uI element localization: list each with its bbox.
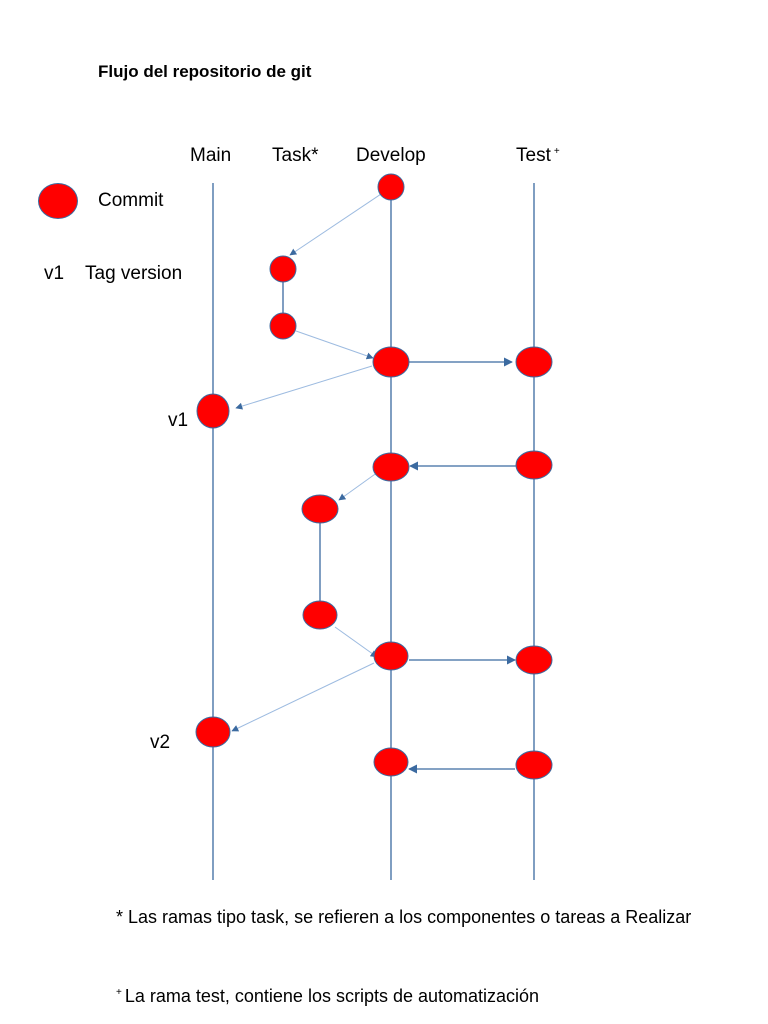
commit-develop-5 [373,747,409,777]
branch-label-main: Main [190,145,232,166]
commit-develop-2 [372,346,410,378]
commit-task-3 [301,494,339,524]
commit-task-2 [269,312,297,340]
commit-develop-3 [372,452,410,482]
commit-main-v2 [195,716,231,748]
branch-label-task: Task* [272,145,319,166]
connector-develop-to-task-1 [289,191,385,256]
footnote-task: * Las ramas tipo task, se refieren a los… [116,907,692,927]
legend-tag-label: Tag version [85,263,183,284]
commit-test-2 [515,450,553,480]
footnote-test-marker: + [116,987,122,998]
footnote-test-text: La rama test, contiene los scripts de au… [124,986,540,1006]
connector-task-to-develop-1 [295,330,374,360]
commit-test-3 [515,645,553,675]
connector-develop-to-task-2 [338,471,379,501]
branch-label-develop: Develop [356,145,426,166]
connector-develop-to-main-v1 [235,365,373,410]
tag-label-v2: v2 [150,732,171,753]
diagram-title: Flujo del repositorio de git [98,62,312,81]
branch-label-test-marker: + [553,145,560,157]
connector-develop-to-main-v2 [231,662,375,732]
commit-develop-1 [377,173,405,201]
commit-main-v1 [196,393,230,429]
commit-test-4 [515,750,553,780]
branch-label-test-text: Test [516,145,551,166]
commit-develop-4 [373,641,409,671]
commit-task-4 [302,600,338,630]
branch-label-test: Test+ [516,145,560,167]
legend-tag-key: v1 [44,263,65,284]
legend-commit-label: Commit [98,190,164,211]
commit-test-1 [515,346,553,378]
commit-task-1 [269,255,297,283]
footnote-test: +La rama test, contiene los scripts de a… [116,986,539,1007]
connector-task-to-develop-2 [334,626,378,658]
tag-label-v1: v1 [168,410,189,431]
legend-commit-icon [38,183,78,219]
